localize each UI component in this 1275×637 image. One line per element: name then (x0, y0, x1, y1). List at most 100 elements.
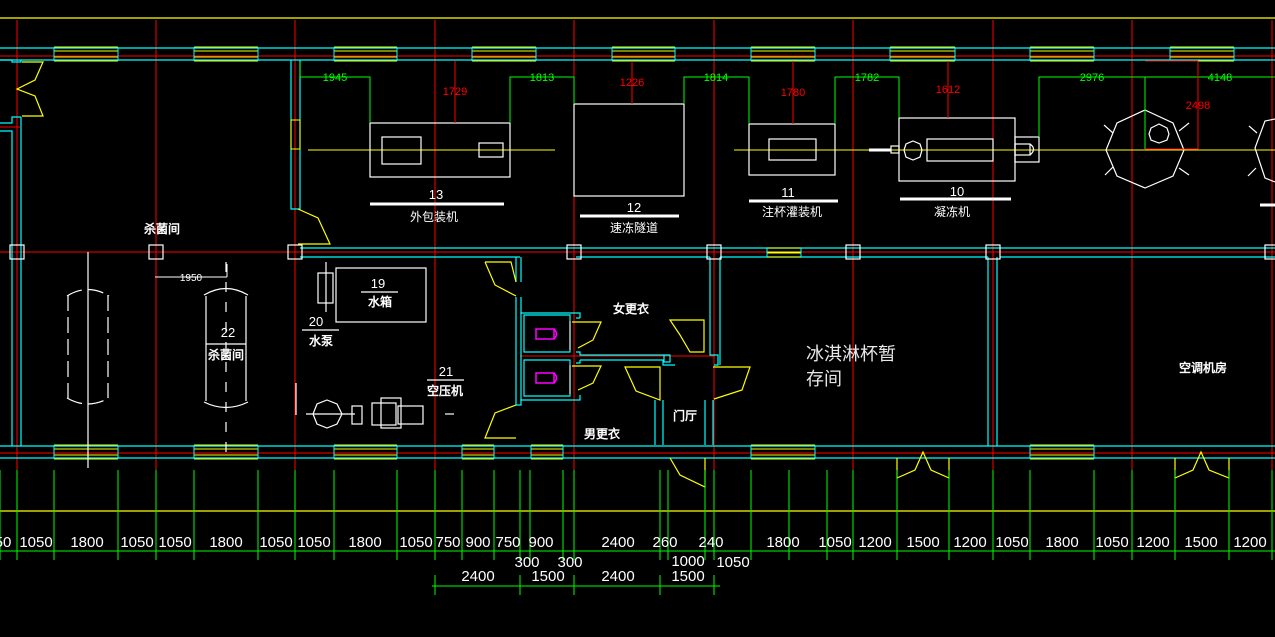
door-vestibule-left2 (624, 366, 661, 401)
column (1264, 244, 1275, 260)
room-label-vestibule: 门厅 (673, 408, 697, 423)
dim-clearance-2498: 2498 (1186, 100, 1210, 112)
column (985, 244, 1001, 260)
sterilizer-tank-left (66, 288, 110, 405)
dim-value: 1050 (1095, 534, 1128, 551)
axis-lines (0, 20, 1275, 485)
bottom-dimension-texts: 5010501800105010501800105010501800105075… (0, 534, 1267, 585)
dim-value: 1200 (1136, 534, 1169, 551)
door-sink2 (572, 365, 602, 391)
windows (53, 46, 1235, 460)
dim-value: 1800 (766, 534, 799, 551)
dim-spacing-1813: 1813 (530, 72, 554, 84)
dim-value: 1200 (1233, 534, 1266, 551)
dim-value: 1200 (858, 534, 891, 551)
equipment-21-pump (312, 399, 343, 429)
dim-value: 1050 (995, 534, 1028, 551)
column (148, 244, 164, 260)
dim-value: 1050 (818, 534, 851, 551)
equipment-19-number: 19 (371, 276, 385, 291)
equipment-13-number: 13 (429, 187, 443, 202)
window-bottom (461, 444, 495, 460)
window-top (471, 46, 537, 62)
dim-value-sub: 300 (514, 554, 539, 571)
dim-clearance-1226: 1226 (620, 77, 644, 89)
equipment-10-pump (903, 140, 923, 161)
dim-value: 1050 (120, 534, 153, 551)
dim-value: 50 (0, 534, 11, 551)
dim-value: 750 (435, 534, 460, 551)
room-label-female-changing: 女更衣 (613, 301, 649, 316)
door-female-changing (484, 261, 517, 297)
dim-value: 750 (495, 534, 520, 551)
dim-value: 1800 (209, 534, 242, 551)
column (706, 244, 722, 260)
dim-spacing-1782: 1782 (855, 72, 879, 84)
sinks (535, 328, 558, 384)
dim-value: 1800 (70, 534, 103, 551)
dim-value-row2: 2400 (601, 568, 634, 585)
window-top (53, 46, 119, 62)
room-label-ac-room: 空调机房 (1179, 360, 1227, 375)
dim-value: 1800 (348, 534, 381, 551)
equipment-19-body (335, 267, 427, 323)
window-top (611, 46, 676, 62)
column (845, 244, 861, 260)
octagon-tank-1 (1105, 109, 1185, 189)
equipment-21-name: 空压机 (427, 383, 463, 398)
equipment-21-number: 21 (439, 364, 453, 379)
window-top (333, 46, 398, 62)
equipment-13-body (369, 122, 511, 178)
equipment-22-name: 杀菌间 (208, 347, 244, 362)
equipment-12-body (573, 103, 685, 197)
door-vestibule-left (668, 319, 705, 353)
room-label-storage-line2: 存间 (806, 369, 842, 390)
window-bottom (750, 444, 816, 460)
dim-value: 1500 (906, 534, 939, 551)
dim-value: 1050 (399, 534, 432, 551)
equipment-22-number: 22 (221, 325, 235, 340)
equipment-21-motor (371, 402, 397, 426)
window-corridor (766, 247, 802, 258)
dim-value: 1050 (158, 534, 191, 551)
spacing-dimension-lines (155, 62, 1275, 278)
dim-value: 900 (465, 534, 490, 551)
dim-value-sub: 1000 (671, 553, 704, 570)
window-top (1169, 46, 1235, 62)
column (566, 244, 582, 260)
door-bottom-1 (896, 450, 950, 479)
window-side (290, 119, 301, 150)
room-label-male-changing: 男更衣 (584, 426, 620, 441)
dim-value-row2: 1500 (671, 568, 704, 585)
room-label-sterilization: 杀菌间 (144, 221, 180, 236)
window-bottom (530, 444, 564, 460)
door-left-top (15, 61, 44, 117)
window-bottom (53, 444, 119, 460)
sink-2 (535, 372, 555, 384)
dim-spacing-2976: 2976 (1080, 72, 1104, 84)
dim-value-sub: 300 (557, 554, 582, 571)
octagon-tank-2-partial (1254, 118, 1275, 183)
walls (0, 47, 1275, 459)
door-bottom-2 (1174, 450, 1230, 479)
equipment-12-number: 12 (627, 200, 641, 215)
door-vestibule-bottom (669, 457, 706, 488)
equipment-13-inner2 (478, 142, 504, 158)
equipment-20-number: 20 (309, 314, 323, 329)
window-top (1029, 46, 1095, 62)
dim-value: 1500 (1184, 534, 1217, 551)
window-bottom (333, 444, 398, 460)
dim-spacing-1945: 1945 (323, 72, 347, 84)
equipment-10-inner (926, 138, 994, 162)
dim-clearance-1729: 1729 (443, 86, 467, 98)
dim-tank-spacing: 1950 (180, 273, 203, 284)
dim-value: 900 (528, 534, 553, 551)
clearance-dimension-lines (454, 60, 1199, 150)
equipment-13-inner (381, 136, 422, 165)
dim-value: 1050 (19, 534, 52, 551)
dim-spacing-1814: 1814 (704, 72, 728, 84)
dim-value: 2400 (601, 534, 634, 551)
dim-clearance-1780: 1780 (781, 87, 805, 99)
equipment-13-name: 外包装机 (410, 210, 458, 224)
